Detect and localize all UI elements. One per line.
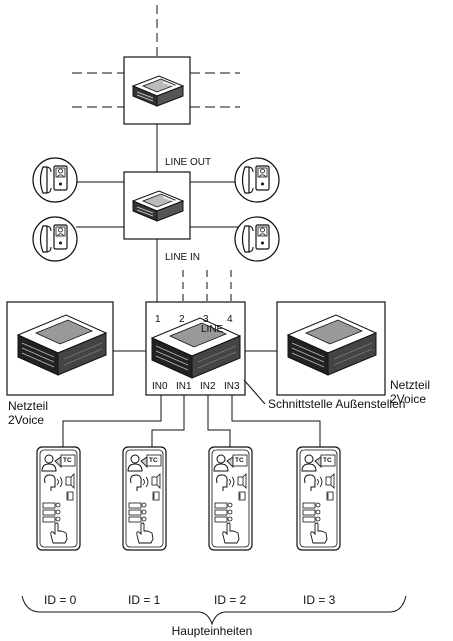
video-handset-icon	[32, 157, 78, 203]
panel-2-id: ID = 2	[214, 593, 247, 607]
psu-right-label-line2: 2Voice	[390, 392, 426, 406]
outdoor-station-panel-icon	[122, 446, 167, 551]
group-bracket	[21, 595, 407, 626]
panel-1-badge: TC	[149, 457, 158, 464]
outdoor-station-panel-icon	[208, 446, 253, 551]
handset-connections	[76, 181, 238, 228]
branch-lines	[72, 72, 240, 108]
outdoor-station-panel-icon	[296, 446, 341, 551]
interface-pointer	[243, 379, 266, 405]
panel-0-badge: TC	[63, 457, 72, 464]
line-inputs-dashed	[182, 270, 232, 310]
panel-1-id: ID = 1	[128, 593, 161, 607]
line-number-3: 3	[203, 314, 209, 325]
video-handset-icon	[234, 157, 280, 203]
panel-3-badge: TC	[323, 457, 332, 464]
line-number-1: 1	[155, 314, 161, 325]
panel-wiring	[62, 395, 321, 447]
outdoor-station-panel-icon	[36, 446, 81, 551]
line-label: LINE	[201, 324, 224, 335]
interface-label: Schnittstelle Außenstellen	[268, 397, 405, 411]
line-number-2: 2	[179, 314, 185, 325]
input-label-in1: IN1	[176, 381, 192, 392]
psu-left-label-line1: Netzteil	[8, 399, 48, 413]
line-in-label: LINE IN	[165, 252, 200, 263]
input-label-in0: IN0	[152, 381, 168, 392]
psu-right-label-line1: Netzteil	[390, 378, 430, 392]
input-label-in3: IN3	[224, 381, 240, 392]
psu-left-label-line2: 2Voice	[8, 413, 44, 427]
audio-handset-icon	[32, 216, 78, 262]
video-handset-icon	[234, 216, 280, 262]
panel-3-id: ID = 3	[303, 593, 336, 607]
panel-0-id: ID = 0	[44, 593, 77, 607]
input-label-in2: IN2	[200, 381, 216, 392]
footer-label: Haupteinheiten	[172, 624, 253, 638]
line-number-4: 4	[227, 314, 233, 325]
panel-2-badge: TC	[235, 457, 244, 464]
line-out-label: LINE OUT	[165, 157, 211, 168]
